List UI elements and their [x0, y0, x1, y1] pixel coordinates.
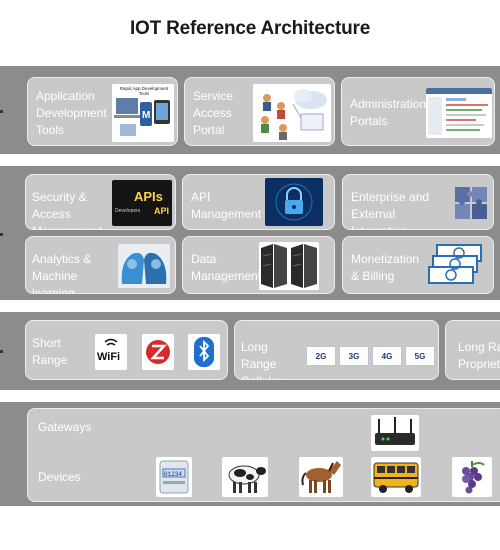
service-access-portal-card[interactable]: Service Access Portal	[184, 77, 335, 146]
grapes-image	[452, 457, 492, 497]
meter-icon: 01234	[159, 460, 189, 494]
puzzle-icon	[455, 187, 487, 219]
service-portal-image	[253, 84, 331, 142]
cow-icon	[228, 465, 266, 493]
apis-small-text: API	[154, 206, 170, 216]
app-dev-tools-label: Application Development Tools	[36, 89, 107, 137]
enterprise-integration-card[interactable]: Enterprise and External Integration	[342, 174, 494, 230]
short-range-card[interactable]: Short Range WiFi	[25, 320, 228, 380]
analytics-card[interactable]: Analytics & Machine learning	[25, 236, 176, 294]
application-layer-band: Application Development Tools Rapid App …	[0, 66, 500, 154]
server-rack-image	[259, 242, 319, 290]
wifi-icon: WiFi	[95, 334, 127, 370]
security-access-label: Security & Access Management	[32, 190, 102, 229]
app-dev-tools-image: Rapid App Development Tools M	[112, 84, 174, 142]
cell-2g-tag: 2G	[306, 346, 336, 366]
admin-dashboard-image	[426, 88, 492, 138]
layer-marker	[0, 110, 3, 113]
smart-meter-image: 01234	[156, 457, 192, 497]
edge-devices-card[interactable]: Gateways Devices 01234	[27, 408, 500, 502]
long-range-cellular-card[interactable]: Long Range Cellular 2G 3G 4G 5G	[234, 320, 439, 380]
dashboard-icon	[426, 88, 492, 135]
long-range-proprietary-label: Long Range Proprietary	[458, 340, 500, 371]
page-title: IOT Reference Architecture	[129, 18, 371, 39]
lock-icon	[275, 183, 313, 221]
platform-services-band: Security & Access Management APIs Develo…	[0, 166, 500, 300]
horse-icon	[301, 461, 341, 493]
router-icon	[375, 417, 415, 445]
api-management-label: API Management	[191, 190, 262, 221]
apis-big-text: APIs	[134, 189, 163, 204]
users-cloud-icon	[261, 89, 327, 140]
svg-text:01234: 01234	[164, 471, 182, 478]
short-range-label: Short Range	[32, 336, 68, 367]
money-icon	[428, 244, 482, 284]
svg-text:M: M	[142, 110, 150, 121]
analytics-label: Analytics & Machine learning	[32, 252, 92, 294]
administration-portals-card[interactable]: Administration Portals	[341, 77, 495, 146]
monetization-card[interactable]: Monetization & Billing	[342, 236, 494, 294]
bluetooth-icon	[188, 334, 220, 370]
connectivity-band: Short Range WiFi Long Range Cellular 2G …	[0, 312, 500, 390]
api-management-card[interactable]: API Management	[182, 174, 335, 230]
service-access-portal-label: Service Access Portal	[193, 89, 234, 137]
layer-marker	[0, 350, 3, 353]
analytics-brain-image	[118, 244, 170, 288]
gateway-router-image	[371, 415, 419, 451]
long-range-cellular-label: Long Range Cellular	[241, 340, 282, 379]
app-dev-tools-card[interactable]: Application Development Tools Rapid App …	[27, 77, 178, 146]
cell-3g-tag: 3G	[339, 346, 369, 366]
data-management-label: Data Management	[191, 252, 262, 283]
horse-image	[299, 457, 343, 497]
security-access-card[interactable]: Security & Access Management APIs Develo…	[25, 174, 176, 230]
svg-text:WiFi: WiFi	[97, 351, 120, 363]
school-bus-image	[371, 457, 421, 497]
zigbee-icon	[142, 334, 174, 370]
apis-developers-text: Developers	[115, 208, 141, 214]
cell-4g-tag: 4G	[372, 346, 402, 366]
enterprise-integration-label: Enterprise and External Integration	[351, 190, 430, 229]
api-lock-image	[265, 178, 323, 226]
devices-label: Devices	[38, 470, 81, 484]
app-dev-thumb-caption: Rapid App Development Tools	[119, 86, 169, 96]
grapes-icon	[462, 461, 485, 494]
app-dev-devices-icon: M	[114, 98, 170, 136]
layer-marker	[0, 233, 3, 236]
administration-portals-label: Administration Portals	[350, 97, 427, 128]
brain-heads-icon	[121, 252, 167, 284]
data-management-card[interactable]: Data Management	[182, 236, 335, 294]
monetization-label: Monetization & Billing	[351, 252, 420, 283]
long-range-proprietary-card[interactable]: Long Range Proprietary	[445, 320, 500, 380]
cow-image	[222, 457, 268, 497]
apis-image: APIs Developers API	[112, 180, 172, 226]
cell-5g-tag: 5G	[405, 346, 435, 366]
edge-band: Gateways Devices 01234	[0, 402, 500, 506]
gateways-label: Gateways	[38, 420, 92, 434]
bus-icon	[373, 462, 419, 493]
server-icon	[261, 244, 317, 288]
